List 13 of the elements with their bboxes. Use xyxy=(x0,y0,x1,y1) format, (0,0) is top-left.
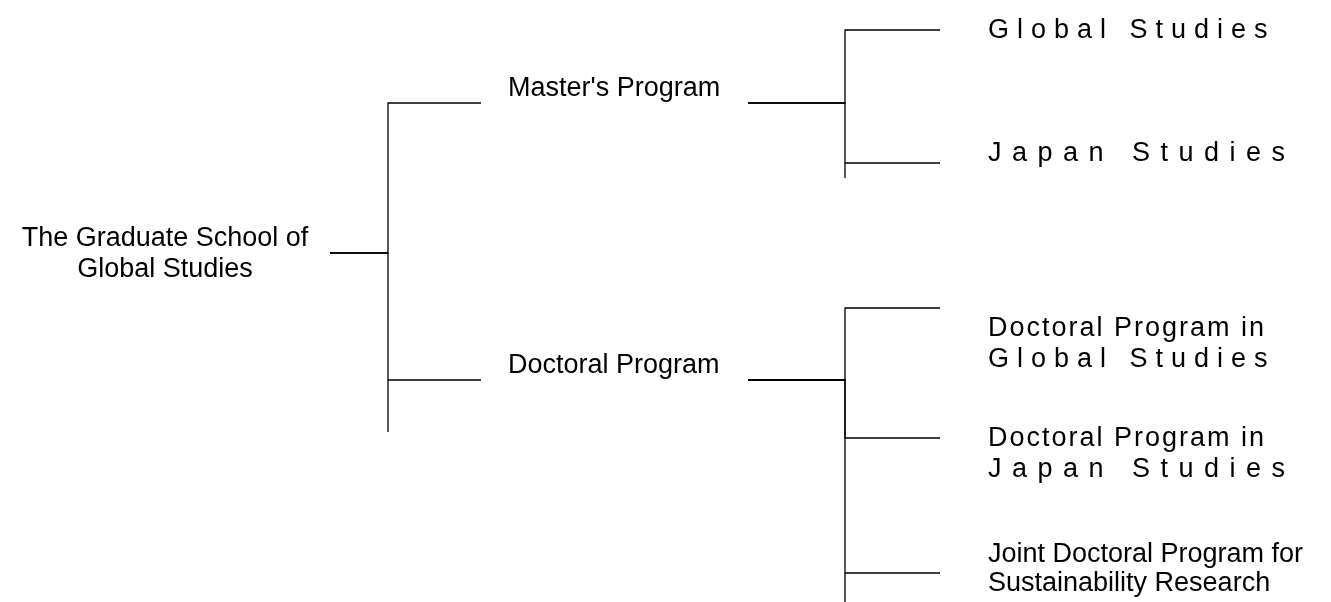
tree-connector xyxy=(747,379,941,574)
root-label: The Graduate School of Global Studies xyxy=(20,222,310,284)
tree-connector xyxy=(747,102,941,164)
leaf-label: Global Studies xyxy=(987,14,1277,45)
leaf-label: Doctoral Program in xyxy=(987,312,1268,343)
branch-label: Doctoral Program xyxy=(507,349,721,380)
tree-connector xyxy=(329,252,482,381)
leaf-label: Global Studies xyxy=(987,343,1277,374)
leaf-label: Doctoral Program in xyxy=(987,422,1268,453)
leaf-label: Japan Studies xyxy=(987,453,1297,484)
leaf-label: Joint Doctoral Program for Sustainability Research xyxy=(987,539,1305,597)
branch-label: Master's Program xyxy=(507,72,722,103)
leaf-label: Japan Studies xyxy=(987,137,1297,168)
